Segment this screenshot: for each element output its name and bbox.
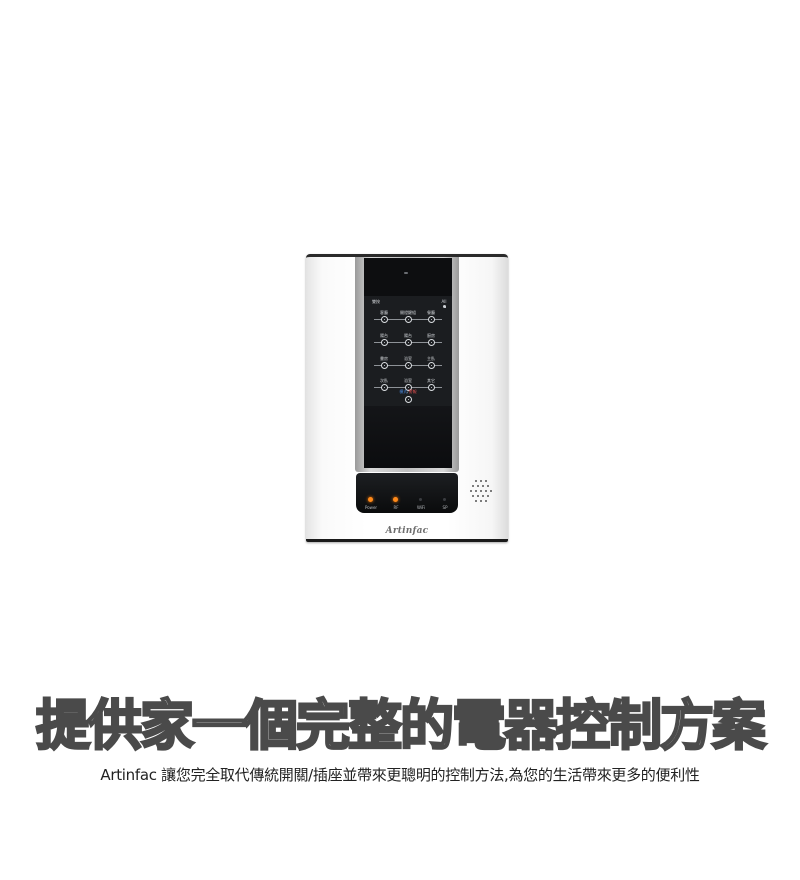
panel-label: 開燈鍵組 bbox=[400, 310, 416, 315]
all-indicator-icon bbox=[442, 305, 446, 308]
status-label-sp: SP bbox=[442, 505, 448, 510]
sp-led-icon bbox=[443, 498, 446, 501]
panel-bottom-glass bbox=[364, 406, 452, 468]
touch-button-icon[interactable] bbox=[427, 339, 435, 346]
touch-button-icon[interactable] bbox=[427, 362, 435, 369]
power-led-icon bbox=[368, 497, 373, 502]
rf-led-icon bbox=[393, 497, 398, 502]
panel-label: 浴室 bbox=[404, 356, 412, 361]
ir-sensor-icon bbox=[404, 272, 408, 274]
button-grid: 雙按 All 客廳 開燈鍵組 餐廳 陽台 陽台 廚房 書房 浴室 主臥 bbox=[364, 296, 452, 406]
panel-label: 陽台 bbox=[380, 333, 388, 338]
panel-label: 浴室 bbox=[404, 378, 412, 383]
touch-button-icon[interactable] bbox=[380, 316, 388, 323]
touch-button-icon[interactable] bbox=[380, 339, 388, 346]
status-bar: Power RF WiFi SP bbox=[356, 473, 458, 513]
status-label-power: Power bbox=[364, 505, 378, 510]
panel-label: 主臥 bbox=[427, 356, 435, 361]
touch-button-icon[interactable] bbox=[427, 316, 435, 323]
subline: Artinfac 讓您完全取代傳統開關/插座並帶來更聰明的控制方法,為您的生活帶… bbox=[100, 766, 700, 784]
touch-button-icon[interactable] bbox=[404, 339, 412, 346]
status-label-rf: RF bbox=[393, 505, 399, 510]
panel-label: 書房 bbox=[380, 356, 388, 361]
panel-top-window bbox=[364, 258, 452, 297]
panel-label: 其它 bbox=[427, 378, 435, 383]
panel-label: 陽台 bbox=[404, 333, 412, 338]
mode-alarm-label: 模式/警報 bbox=[399, 389, 417, 394]
panel-header-right: All bbox=[441, 299, 447, 304]
smart-controller-device: 雙按 All 客廳 開燈鍵組 餐廳 陽台 陽台 廚房 書房 浴室 主臥 bbox=[306, 254, 508, 542]
panel-label: 次臥 bbox=[380, 378, 388, 383]
panel-label: 客廳 bbox=[380, 310, 388, 315]
touch-button-icon[interactable] bbox=[380, 384, 388, 391]
speaker-grille-icon bbox=[469, 478, 495, 504]
panel-label: 廚房 bbox=[427, 333, 435, 338]
brand-logo: Artinfac bbox=[385, 526, 429, 536]
touch-button-icon[interactable] bbox=[404, 384, 412, 391]
touch-button-icon[interactable] bbox=[380, 362, 388, 369]
panel-header-left: 雙按 bbox=[372, 299, 380, 304]
touch-button-icon[interactable] bbox=[427, 384, 435, 391]
touch-button-icon[interactable] bbox=[404, 362, 412, 369]
panel-label: 餐廳 bbox=[427, 310, 435, 315]
headline: 提供家一個完整的電器控制方案 bbox=[35, 693, 768, 759]
touch-button-icon[interactable] bbox=[404, 316, 412, 323]
wifi-led-icon bbox=[419, 498, 422, 501]
mode-button-icon[interactable] bbox=[404, 396, 412, 403]
status-label-wifi: WiFi bbox=[416, 505, 426, 510]
control-panel: 雙按 All 客廳 開燈鍵組 餐廳 陽台 陽台 廚房 書房 浴室 主臥 bbox=[364, 258, 452, 468]
